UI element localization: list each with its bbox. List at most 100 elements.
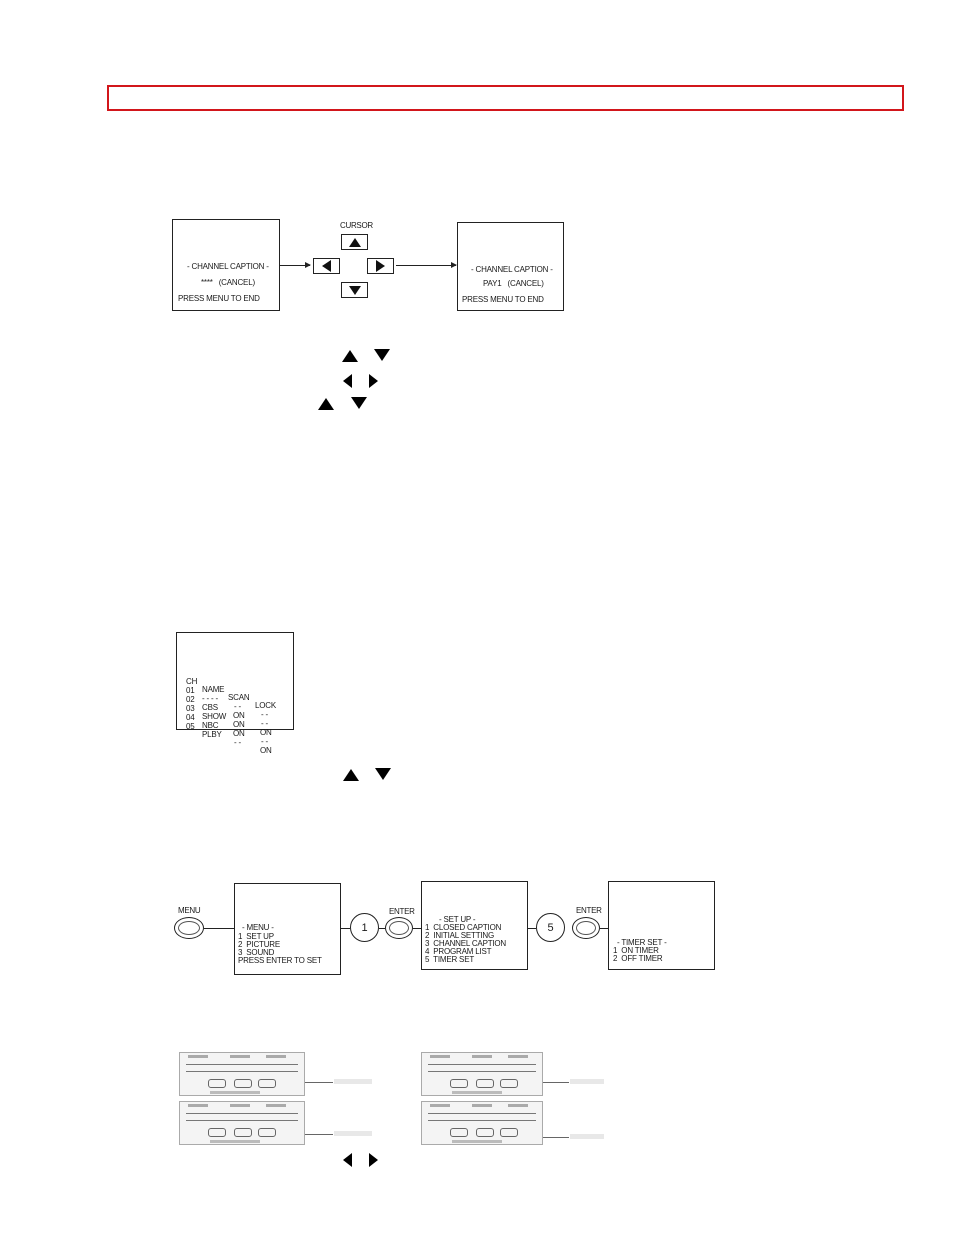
setup-screen: - SET UP - 1 CLOSED CAPTION 2 INITIAL SE… bbox=[421, 881, 528, 970]
menu-item: 4 PROGRAM LIST bbox=[425, 947, 492, 956]
arrow-line bbox=[413, 928, 423, 929]
arrow-line bbox=[528, 928, 536, 929]
triangle-up-icon bbox=[318, 398, 334, 410]
triangle-down-icon bbox=[351, 397, 367, 409]
triangle-up-icon bbox=[343, 769, 359, 781]
triangle-right-icon bbox=[369, 1153, 378, 1167]
triangle-left-icon bbox=[343, 1153, 352, 1167]
triangle-left-icon bbox=[322, 260, 331, 272]
table-row: 05 PLBY - - ON bbox=[186, 715, 272, 763]
cell-scan: ON bbox=[233, 720, 245, 729]
triangle-up-icon bbox=[348, 237, 361, 247]
cell-ch: 04 bbox=[186, 713, 195, 722]
menu-button[interactable] bbox=[174, 917, 204, 939]
table-row: 03 SHOW ON ON bbox=[186, 697, 272, 745]
arrow-line bbox=[600, 928, 610, 929]
channel-caption-screen-before: - CHANNEL CAPTION - **** (CANCEL) PRESS … bbox=[172, 219, 280, 311]
screen-title: - MENU - bbox=[242, 923, 274, 932]
pointer-line bbox=[305, 1134, 333, 1135]
caption-blur bbox=[334, 1131, 372, 1136]
screen-title: - TIMER SET - bbox=[617, 938, 667, 947]
triangle-down-icon bbox=[374, 349, 390, 361]
enter-label: ENTER bbox=[389, 907, 415, 916]
triangle-down-icon bbox=[348, 285, 361, 295]
enter-button[interactable] bbox=[572, 917, 600, 939]
pointer-line bbox=[543, 1137, 569, 1138]
cell-name: - - - - bbox=[202, 694, 218, 703]
cell-lock: - - bbox=[261, 719, 268, 728]
cell-scan: - - bbox=[234, 702, 241, 711]
menu-item: 2 INITIAL SETTING bbox=[425, 931, 495, 940]
cell-lock: ON bbox=[260, 728, 272, 737]
screen-title: - SET UP - bbox=[439, 915, 476, 924]
screen-title: - CHANNEL CAPTION - bbox=[471, 265, 553, 274]
menu-item: 5 TIMER SET bbox=[425, 955, 475, 964]
screen-footer: PRESS MENU TO END bbox=[178, 294, 260, 303]
table-row: 04 NBC ON - - bbox=[186, 706, 268, 754]
pointer-line bbox=[543, 1082, 569, 1083]
program-list-screen: CH NAME SCAN LOCK 01 - - - - - - - - 02 … bbox=[176, 632, 294, 755]
cell-ch: 05 bbox=[186, 722, 195, 731]
remote-illustration bbox=[179, 1052, 305, 1096]
arrow-line bbox=[379, 928, 385, 929]
menu-screen: - MENU - 1 SET UP 2 PICTURE 3 SOUND PRES… bbox=[234, 883, 341, 975]
cell-name: SHOW bbox=[202, 712, 227, 721]
arrow-line bbox=[204, 928, 234, 929]
menu-item: 1 ON TIMER bbox=[613, 946, 659, 955]
menu-item: 3 CHANNEL CAPTION bbox=[425, 939, 507, 948]
cursor-right-button[interactable] bbox=[367, 258, 394, 274]
enter-label: ENTER bbox=[576, 906, 602, 915]
pointer-line bbox=[305, 1082, 333, 1083]
caption-blur bbox=[570, 1079, 604, 1084]
triangle-left-icon bbox=[343, 374, 352, 388]
cell-name: PLBY bbox=[202, 730, 222, 739]
triangle-up-icon bbox=[342, 350, 358, 362]
cell-lock: - - bbox=[261, 710, 268, 719]
arrow-line bbox=[341, 928, 350, 929]
cursor-left-button[interactable] bbox=[313, 258, 340, 274]
caption-blur bbox=[570, 1134, 604, 1139]
arrow-line bbox=[280, 265, 310, 266]
cell-scan: ON bbox=[233, 711, 245, 720]
menu-label: MENU bbox=[178, 906, 201, 915]
cell-name: CBS bbox=[202, 703, 218, 712]
cell-ch: 03 bbox=[186, 704, 195, 713]
menu-item: 3 SOUND bbox=[238, 948, 275, 957]
caption-blur bbox=[334, 1079, 372, 1084]
channel-caption-screen-after: - CHANNEL CAPTION - PAY1 (CANCEL) PRESS … bbox=[457, 222, 564, 311]
remote-illustration bbox=[179, 1101, 305, 1145]
table-row: 01 - - - - - - - - bbox=[186, 679, 268, 727]
cell-lock: - - bbox=[261, 737, 268, 746]
cell-scan: - - bbox=[234, 738, 241, 747]
remote-illustration bbox=[421, 1101, 543, 1145]
col-ch: CH bbox=[186, 677, 198, 686]
digit-5-button[interactable]: 5 bbox=[536, 913, 565, 942]
col-scan: SCAN bbox=[228, 693, 250, 702]
triangle-right-icon bbox=[376, 260, 385, 272]
arrow-head bbox=[451, 262, 457, 268]
menu-item: 2 OFF TIMER bbox=[613, 954, 663, 963]
table-row: 02 CBS ON - - bbox=[186, 688, 268, 736]
arrow-head bbox=[305, 262, 311, 268]
menu-item: 2 PICTURE bbox=[238, 940, 281, 949]
col-name: NAME bbox=[202, 685, 225, 694]
digit-1-button[interactable]: 1 bbox=[350, 913, 379, 942]
cursor-down-button[interactable] bbox=[341, 282, 368, 298]
program-list-header: CH NAME SCAN LOCK bbox=[186, 670, 276, 718]
remote-illustration bbox=[421, 1052, 543, 1096]
arrow-line bbox=[396, 265, 456, 266]
screen-value: **** (CANCEL) bbox=[201, 278, 255, 287]
screen-footer: PRESS MENU TO END bbox=[462, 295, 544, 304]
cell-name: NBC bbox=[202, 721, 219, 730]
triangle-down-icon bbox=[375, 768, 391, 780]
cursor-up-button[interactable] bbox=[341, 234, 368, 250]
menu-item: 1 SET UP bbox=[238, 932, 274, 941]
triangle-right-icon bbox=[369, 374, 378, 388]
cursor-label: CURSOR bbox=[340, 221, 373, 230]
cell-ch: 02 bbox=[186, 695, 195, 704]
enter-button[interactable] bbox=[385, 917, 413, 939]
menu-item: 1 CLOSED CAPTION bbox=[425, 923, 502, 932]
col-lock: LOCK bbox=[255, 701, 276, 710]
screen-value: PAY1 (CANCEL) bbox=[483, 279, 544, 288]
header-bar bbox=[107, 85, 904, 111]
